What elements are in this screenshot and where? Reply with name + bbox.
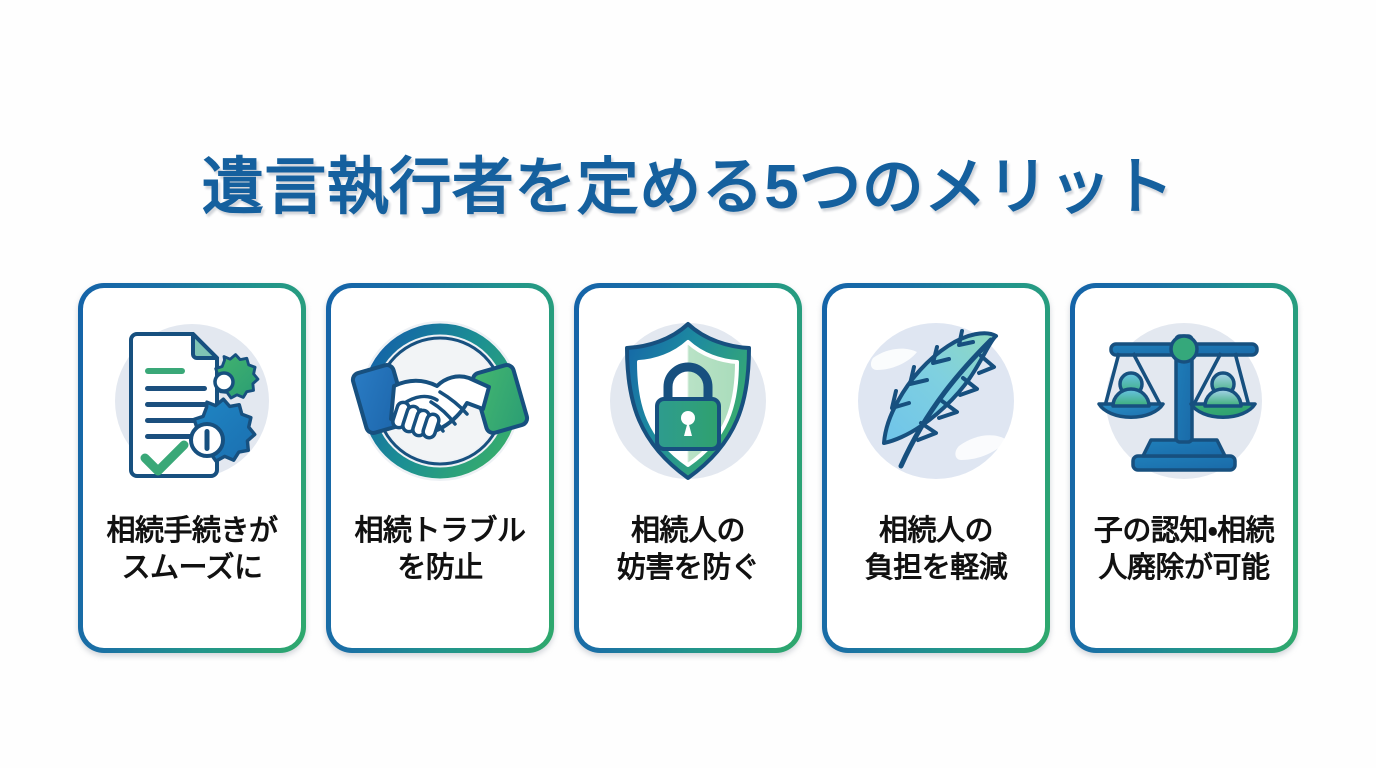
label-line-1: 相続トラブル (354, 515, 526, 547)
balance-scales-people-icon (1075, 288, 1293, 513)
benefit-card-1-label: 相続手続きが スムーズに (83, 513, 301, 587)
benefit-card-4[interactable]: 相続人の 負担を軽減 (822, 283, 1050, 653)
shield-lock-icon (579, 288, 797, 513)
handshake-icon (331, 288, 549, 513)
feather-quill-icon (827, 288, 1045, 513)
label-line-2: 人廃除が可能 (1098, 552, 1270, 584)
card-inner: 相続人の 妨害を防ぐ (579, 288, 797, 648)
card-inner: 相続トラブル を防止 (331, 288, 549, 648)
label-line-2: を防止 (397, 552, 483, 584)
benefit-card-3[interactable]: 相続人の 妨害を防ぐ (574, 283, 802, 653)
page-title: 遺言執行者を定める5つのメリット (201, 153, 1175, 222)
card-inner: 相続手続きが スムーズに (83, 288, 301, 648)
benefit-card-3-label: 相続人の 妨害を防ぐ (579, 513, 797, 587)
card-inner: 相続人の 負担を軽減 (827, 288, 1045, 648)
benefit-card-4-label: 相続人の 負担を軽減 (827, 513, 1045, 587)
benefit-card-1[interactable]: 相続手続きが スムーズに (78, 283, 306, 653)
benefit-card-2[interactable]: 相続トラブル を防止 (326, 283, 554, 653)
label-line-1: 相続人の (630, 515, 746, 547)
label-line-1: 子の認知・相続 (1093, 515, 1275, 547)
benefit-card-5[interactable]: 子の認知・相続 人廃除が可能 (1070, 283, 1298, 653)
benefit-card-2-label: 相続トラブル を防止 (331, 513, 549, 587)
card-inner: 子の認知・相続 人廃除が可能 (1075, 288, 1293, 648)
label-line-2: 負担を軽減 (864, 552, 1008, 584)
label-line-2: 妨害を防ぐ (616, 552, 760, 584)
label-line-1: 相続人の (878, 515, 994, 547)
benefit-card-row: 相続手続きが スムーズに (78, 283, 1298, 653)
document-gears-icon (83, 288, 301, 513)
label-line-1: 相続手続きが (106, 515, 278, 547)
benefit-card-5-label: 子の認知・相続 人廃除が可能 (1075, 513, 1293, 587)
label-line-2: スムーズに (121, 552, 263, 584)
